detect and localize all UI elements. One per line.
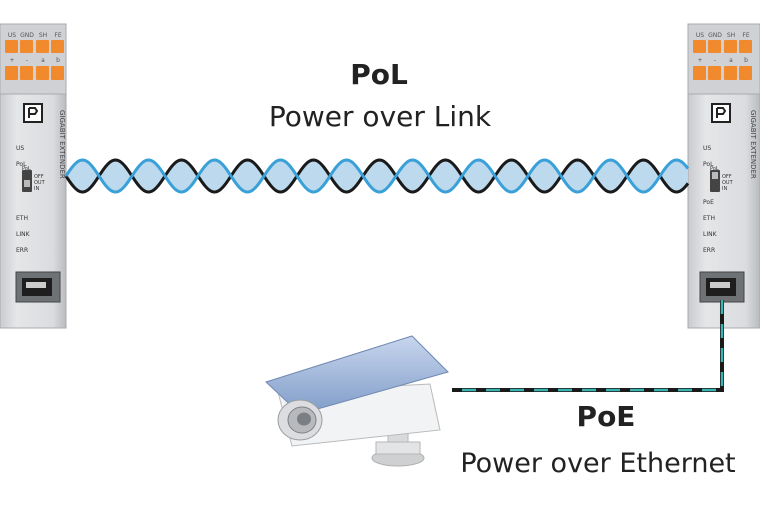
terminal-clamp[interactable] xyxy=(36,66,49,80)
terminal-clamp[interactable] xyxy=(51,40,64,53)
poe-title: PoE xyxy=(577,400,636,433)
pol-title: PoL xyxy=(350,58,408,91)
led-label-pol: PoL xyxy=(703,161,714,168)
terminal-clamp[interactable] xyxy=(693,66,706,80)
terminal-label: FE xyxy=(742,32,749,39)
terminal-clamp[interactable] xyxy=(724,40,737,53)
led-label-poe: PoE xyxy=(703,199,714,206)
switch-position: OUT xyxy=(34,180,46,186)
terminal-clamp[interactable] xyxy=(5,66,18,80)
led-label-link: LINK xyxy=(16,231,31,238)
switch-position: IN xyxy=(34,186,39,192)
led-label-us: US xyxy=(703,145,711,152)
cable-fill xyxy=(66,160,688,192)
terminal-label: SH xyxy=(39,32,47,39)
pol-subtitle: Power over Link xyxy=(269,100,492,133)
terminal-label: GND xyxy=(708,32,722,39)
terminal-pin-label: - xyxy=(714,57,716,64)
led-label-err: ERR xyxy=(16,247,28,254)
led-label-link: LINK xyxy=(703,231,718,238)
phoenix-logo-icon xyxy=(711,103,731,123)
phoenix-logo-icon xyxy=(23,103,43,123)
poe-cable xyxy=(452,300,724,392)
rj45-port-icon[interactable] xyxy=(699,271,745,303)
terminal-clamp[interactable] xyxy=(708,40,721,53)
led-label-eth: ETH xyxy=(703,215,715,222)
terminal-pin-label: a xyxy=(729,57,733,64)
terminal-clamp[interactable] xyxy=(708,66,721,80)
pol-switch-knob xyxy=(712,172,718,179)
cable-strand-blue xyxy=(64,158,690,194)
terminal-pin-label: a xyxy=(41,57,45,64)
terminal-clamp[interactable] xyxy=(693,40,706,53)
poe-subtitle: Power over Ethernet xyxy=(460,448,735,479)
terminal-clamp[interactable] xyxy=(739,66,752,80)
switch-position: OUT xyxy=(722,180,734,186)
terminal-label: GND xyxy=(20,32,34,39)
switch-label: PoL xyxy=(22,166,31,172)
terminal-label: US xyxy=(696,32,704,39)
switch-label: PoL xyxy=(710,166,719,172)
led-label-pol: PoL xyxy=(16,161,27,168)
terminal-clamp[interactable] xyxy=(5,40,18,53)
cable-strand-black xyxy=(64,158,690,194)
terminal-label: FE xyxy=(54,32,61,39)
pol-switch-knob xyxy=(24,180,30,187)
switch-position: OFF xyxy=(722,174,732,180)
terminal-clamp[interactable] xyxy=(20,40,33,53)
device-name-label: GIGABIT EXTENDER xyxy=(58,110,66,179)
terminal-clamp[interactable] xyxy=(51,66,64,80)
terminal-pin-label: b xyxy=(56,57,60,64)
terminal-pin-label: + xyxy=(697,57,702,64)
terminal-pin-label: - xyxy=(26,57,28,64)
switch-position: IN xyxy=(722,186,727,192)
led-label-eth: ETH xyxy=(16,215,28,222)
device-name-label: GIGABIT EXTENDER xyxy=(749,110,757,179)
terminal-clamp[interactable] xyxy=(724,66,737,80)
terminal-clamp[interactable] xyxy=(20,66,33,80)
terminal-clamp[interactable] xyxy=(739,40,752,53)
switch-position: OFF xyxy=(34,174,44,180)
terminal-pin-label: + xyxy=(9,57,14,64)
terminal-label: SH xyxy=(727,32,735,39)
led-label-us: US xyxy=(16,145,24,152)
rj45-port-icon[interactable] xyxy=(15,271,61,303)
led-label-err: ERR xyxy=(703,247,715,254)
camera-icon xyxy=(265,335,449,467)
left-gigabit-extender: US GND SH FE + - a b GIGABIT EXTENDER US… xyxy=(0,23,67,329)
twisted-pair-cable xyxy=(64,158,690,194)
terminal-clamp[interactable] xyxy=(36,40,49,53)
right-gigabit-extender: US GND SH FE + - a b GIGABIT EXTENDER US… xyxy=(687,23,760,329)
terminal-pin-label: b xyxy=(744,57,748,64)
terminal-label: US xyxy=(8,32,16,39)
